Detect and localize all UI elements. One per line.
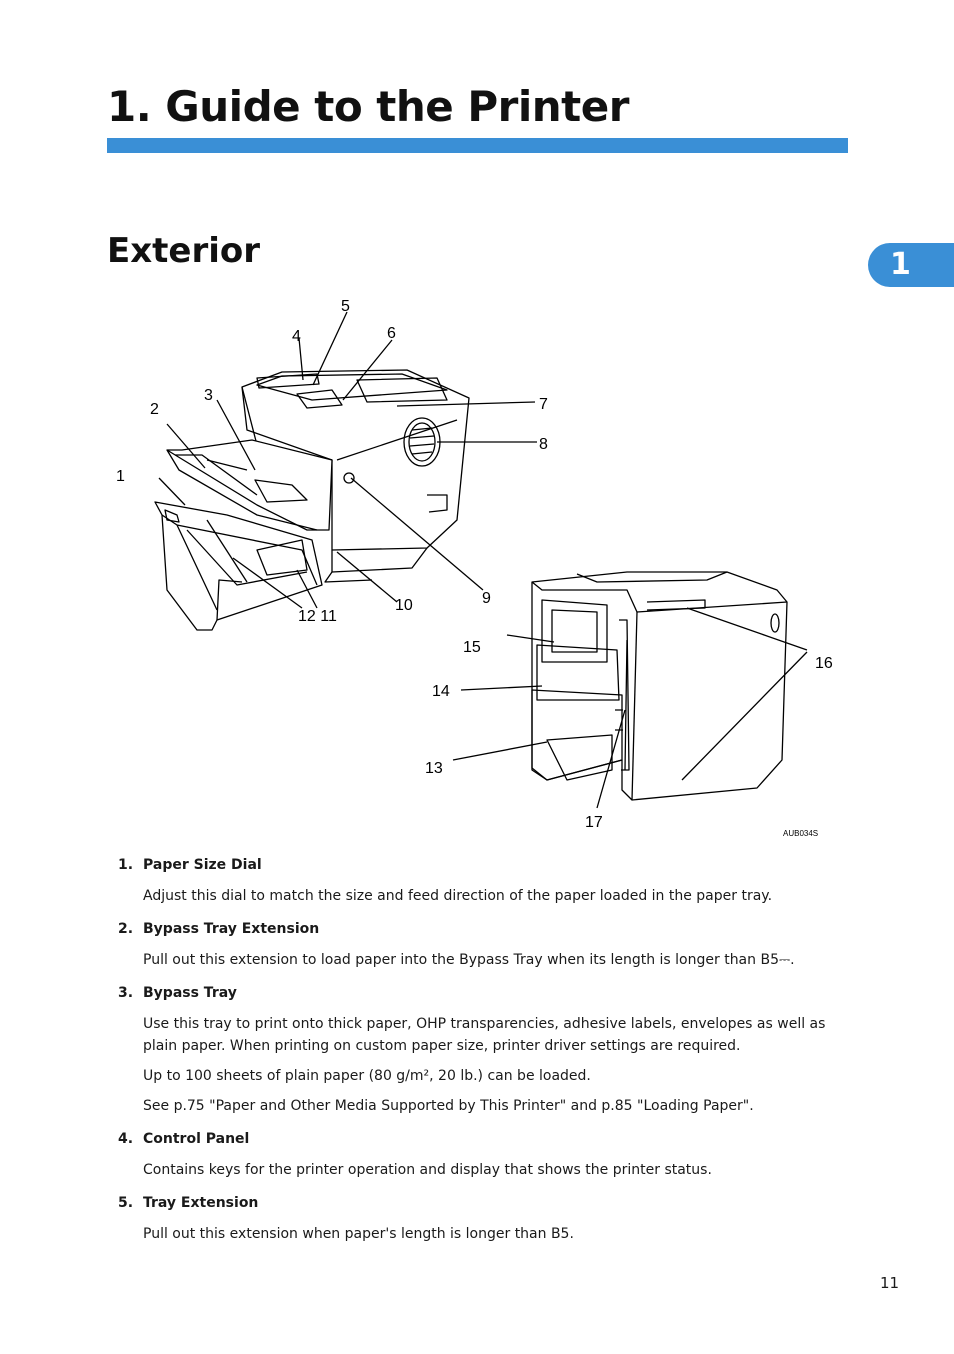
item-number: 4.: [118, 1131, 134, 1147]
list-item: 3. Bypass Tray Use this tray to print ont…: [118, 983, 858, 1117]
callout-10: 10: [395, 597, 413, 614]
figure-code: AUB034S: [783, 829, 818, 838]
item-description: Pull out this extension when paper's len…: [143, 1226, 574, 1242]
item-description: Up to 100 sheets of plain paper (80 g/m²…: [143, 1068, 591, 1084]
item-title: Bypass Tray: [143, 985, 237, 1001]
callout-12-11: 12 11: [298, 608, 337, 625]
item-number: 5.: [118, 1195, 134, 1211]
item-title: Control Panel: [143, 1131, 250, 1147]
item-description: Use this tray to print onto thick paper,…: [143, 1016, 826, 1054]
parts-list: 1. Paper Size Dial Adjust this dial to ma…: [118, 855, 858, 1257]
list-item: 5. Tray Extension Pull out this extension…: [118, 1193, 858, 1245]
callout-13: 13: [425, 760, 443, 777]
callout-14: 14: [432, 683, 450, 700]
callout-2: 2: [150, 401, 159, 418]
item-number: 3.: [118, 985, 134, 1001]
callout-5: 5: [341, 298, 350, 315]
item-description: Pull out this extension to load paper in…: [143, 952, 795, 968]
callout-8: 8: [539, 436, 548, 453]
item-description: Contains keys for the printer operation …: [143, 1162, 712, 1178]
chapter-title-bar: [107, 138, 848, 153]
callout-16: 16: [815, 655, 833, 672]
printer-exterior-figure: 1 2 3 4 5 6 7 8 9 10 12 11 13 14 15 16 1…: [107, 290, 833, 840]
item-cross-reference[interactable]: See p.75 "Paper and Other Media Supporte…: [143, 1098, 754, 1114]
callout-9: 9: [482, 590, 491, 607]
callout-15: 15: [463, 639, 481, 656]
list-item: 1. Paper Size Dial Adjust this dial to ma…: [118, 855, 858, 907]
chapter-title: 1. Guide to the Printer: [107, 82, 629, 131]
callout-3: 3: [204, 387, 213, 404]
printer-illustration: 1 2 3 4 5 6 7 8 9 10 12 11 13 14 15 16 1…: [116, 298, 833, 838]
figure-callouts: 1 2 3 4 5 6 7 8 9 10 12 11 13 14 15 16 1…: [116, 298, 833, 838]
page-number: 11: [880, 1274, 900, 1292]
item-description: Adjust this dial to match the size and f…: [143, 888, 773, 904]
item-title: Tray Extension: [143, 1195, 259, 1211]
item-number: 2.: [118, 921, 134, 937]
list-item: 2. Bypass Tray Extension Pull out this ex…: [118, 919, 858, 971]
item-title: Bypass Tray Extension: [143, 921, 320, 937]
chapter-tab[interactable]: 1: [868, 243, 954, 287]
item-number: 1.: [118, 857, 134, 873]
list-item: 4. Control Panel Contains keys for the pr…: [118, 1129, 858, 1181]
item-title: Paper Size Dial: [143, 857, 262, 873]
callout-7: 7: [539, 396, 548, 413]
callout-17: 17: [585, 814, 603, 831]
callout-4: 4: [292, 328, 301, 345]
callout-6: 6: [387, 325, 396, 342]
callout-1: 1: [116, 468, 125, 485]
section-title: Exterior: [107, 231, 261, 271]
